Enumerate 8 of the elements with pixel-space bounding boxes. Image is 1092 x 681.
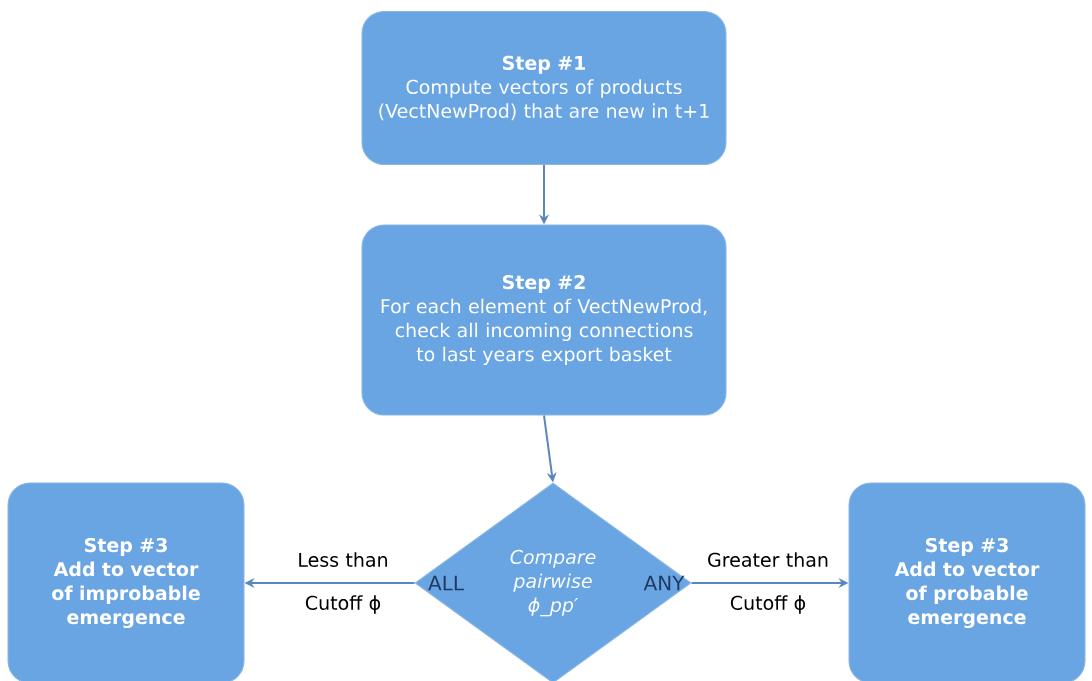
edge-label: Less than Cutoff ϕ xyxy=(299,552,387,614)
process-box: Step #3 Add to vector of probable emergence xyxy=(848,482,1086,681)
branch-label: ALL xyxy=(428,575,464,591)
process-box: Step #2 For each element of VectNewProd, check all incoming connections to last years export basket xyxy=(361,224,727,416)
edge-label: Greater than Cutoff ϕ xyxy=(708,552,828,614)
branch-label: ANY xyxy=(643,575,685,591)
process-box: Step #3 Add to vector of improbable emergence xyxy=(7,482,245,681)
process-box: Step #1 Compute vectors of products (VectNewProd) that are new in t+1 xyxy=(361,11,727,165)
